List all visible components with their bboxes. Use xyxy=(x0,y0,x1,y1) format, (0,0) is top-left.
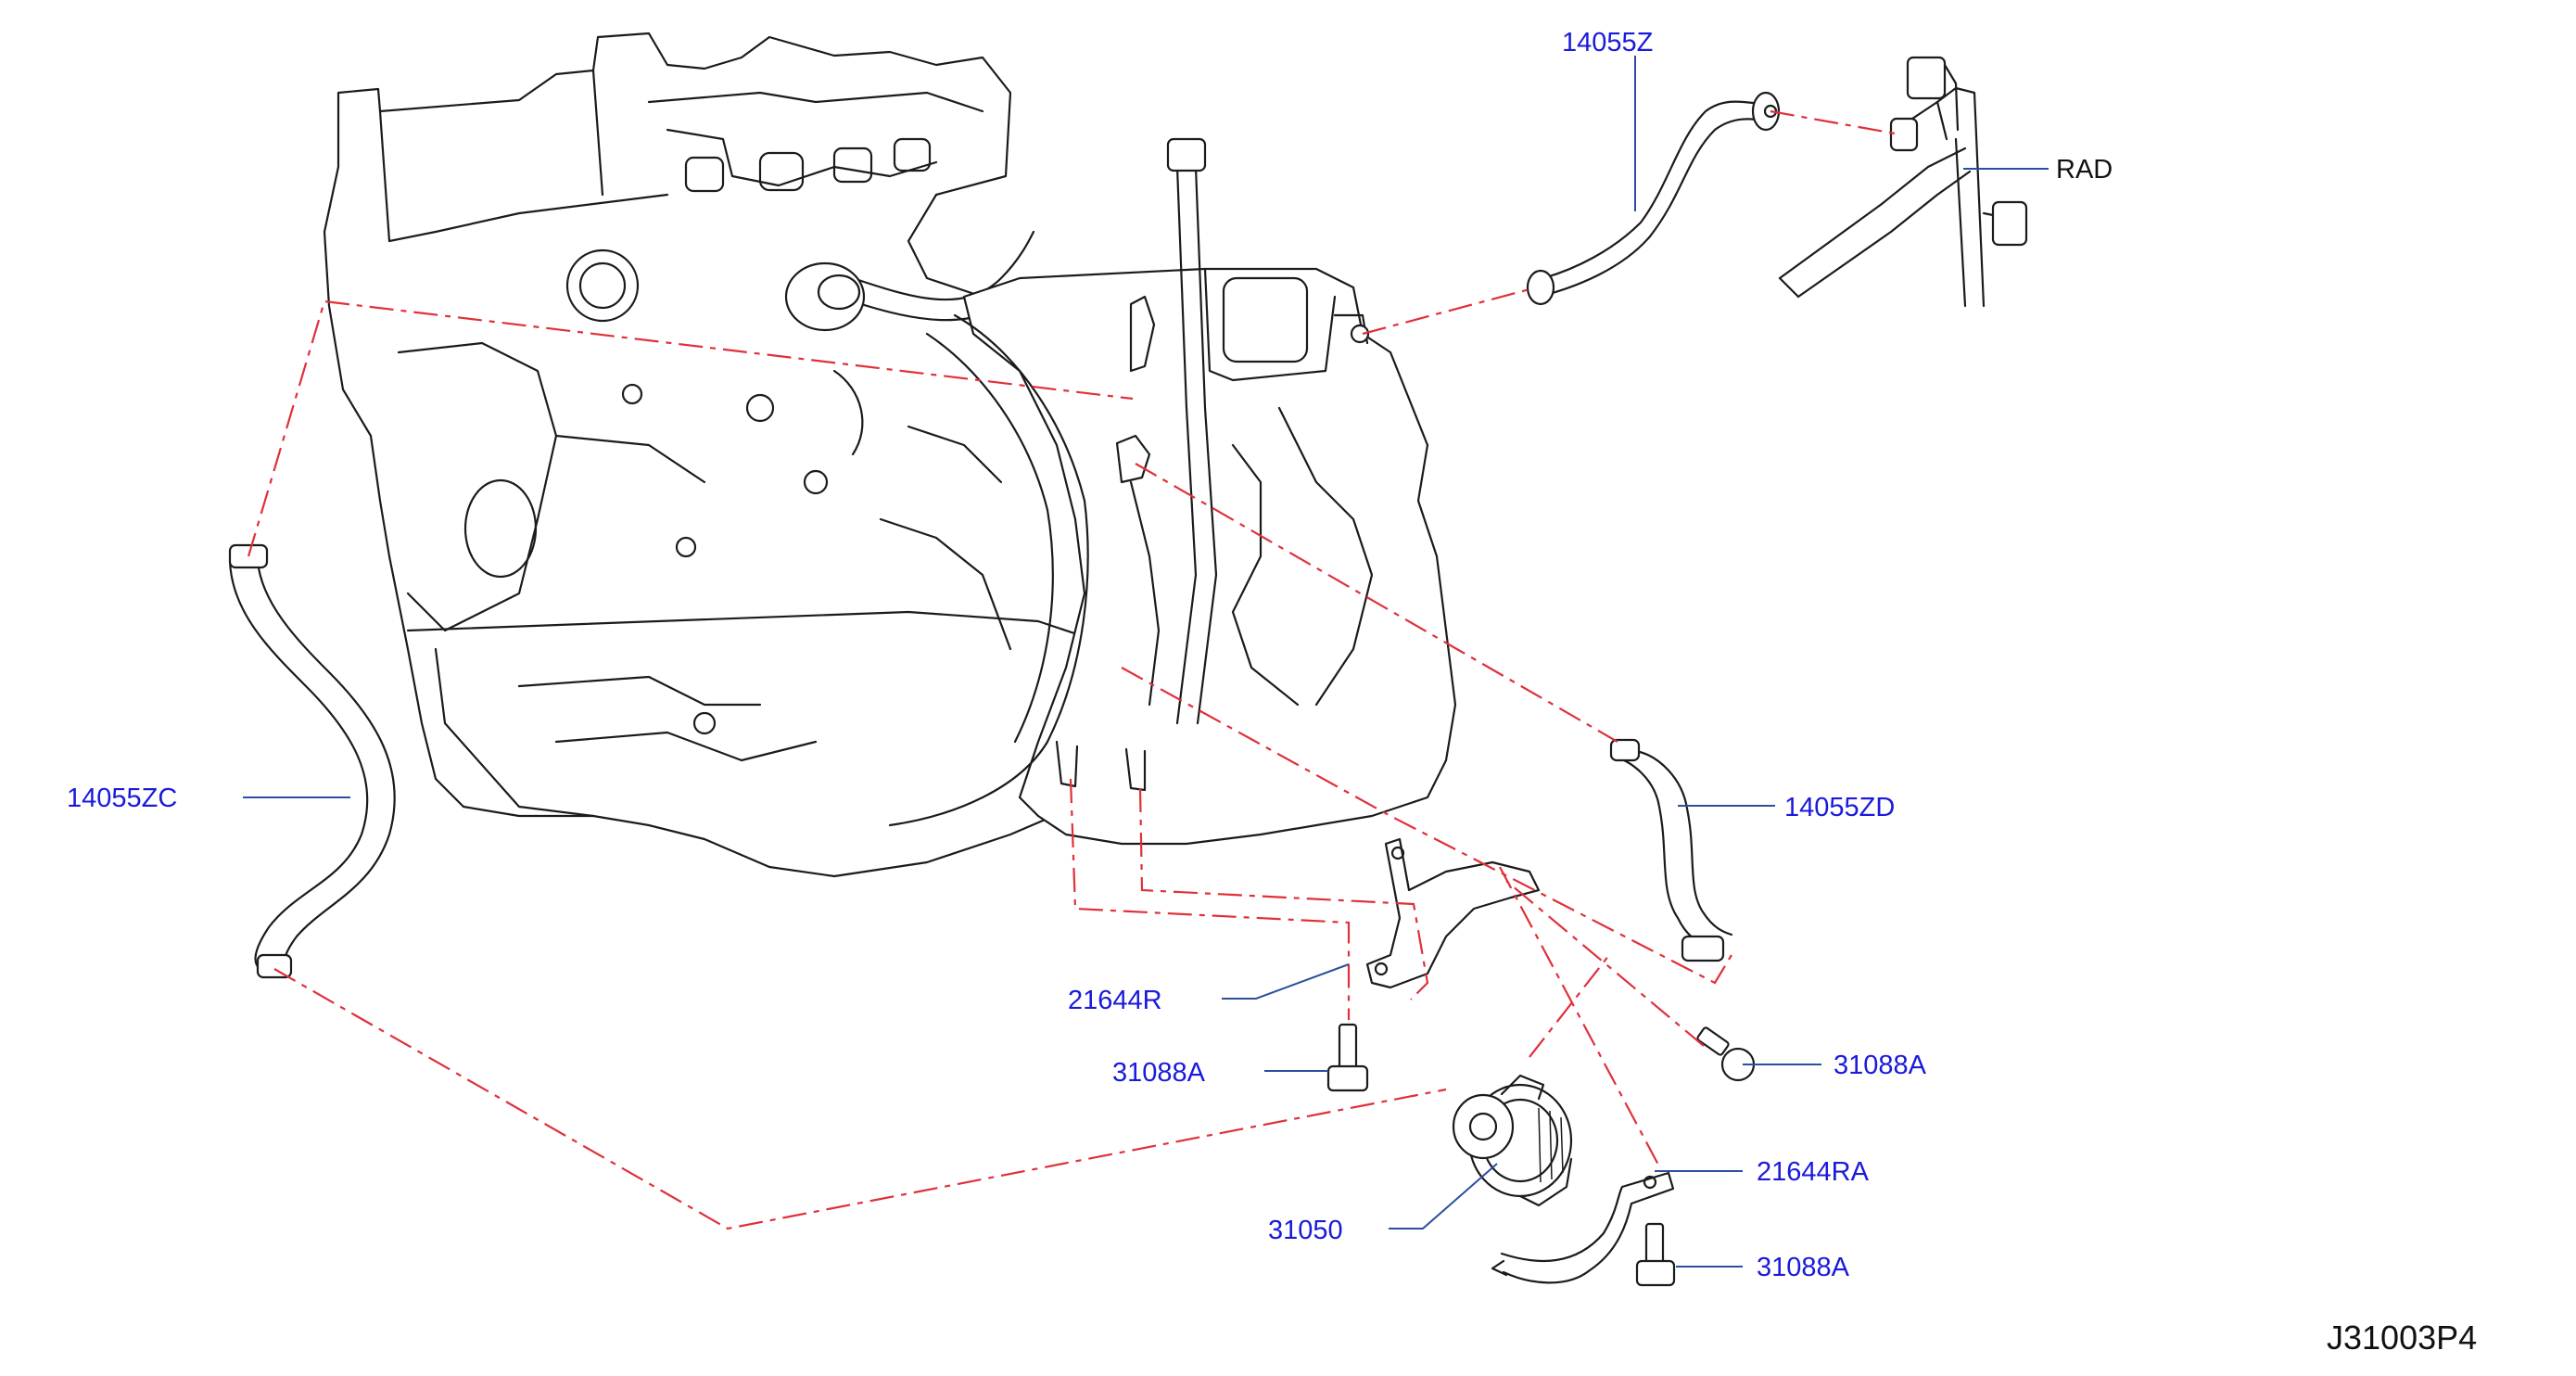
part-labels: 14055Z 14055ZC 14055ZD 21644R 31088A 310… xyxy=(67,28,2477,1357)
part-label-hose-left[interactable]: 14055ZC xyxy=(67,784,177,813)
part-label-bolt-b[interactable]: 31088A xyxy=(1834,1051,1927,1080)
part-label-water-pump[interactable]: 31050 xyxy=(1268,1216,1343,1245)
part-label-hose-upper[interactable]: 14055Z xyxy=(1562,28,1653,57)
bracket-upper-drawing xyxy=(1365,837,1541,989)
drawing-code: J31003P4 xyxy=(2327,1319,2477,1357)
part-label-bolt-a[interactable]: 31088A xyxy=(1112,1058,1206,1088)
radiator-reference-label: RAD xyxy=(2056,155,2113,185)
part-label-bolt-c[interactable]: 31088A xyxy=(1757,1253,1850,1282)
engine-assembly-drawing xyxy=(323,32,1457,878)
part-label-bracket-upper[interactable]: 21644R xyxy=(1068,986,1162,1015)
hose-upper-drawing xyxy=(1526,91,1781,306)
water-pump-drawing xyxy=(1452,1074,1573,1207)
radiator-drawing xyxy=(1778,56,2028,308)
leader-lines xyxy=(243,56,2049,1268)
hose-left-drawing xyxy=(228,543,396,979)
hose-right-drawing xyxy=(1609,738,1733,962)
part-label-hose-right[interactable]: 14055ZD xyxy=(1784,793,1895,822)
connection-lines xyxy=(247,109,1901,1230)
bolt-drawings xyxy=(1326,1023,1756,1287)
bracket-lower-drawing xyxy=(1491,1171,1675,1284)
part-label-bracket-lower[interactable]: 21644RA xyxy=(1757,1157,1870,1187)
